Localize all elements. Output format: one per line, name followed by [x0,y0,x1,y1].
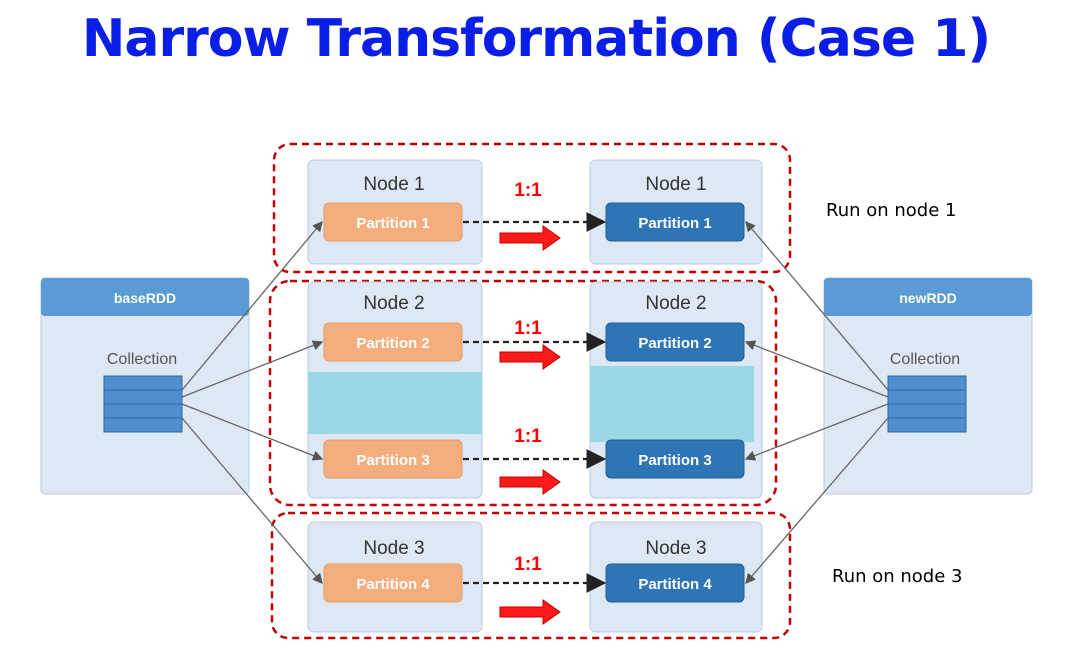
red-arrow-1 [499,225,561,251]
source-partition-1-label: Partition 1 [356,215,429,232]
target-partition-4-label: Partition 4 [638,576,712,593]
target-partition-2-label: Partition 2 [638,335,711,352]
ratio-label-1: 1:1 [514,180,542,201]
partition-dashed-arrows [463,212,607,593]
source-partition-2-label: Partition 2 [356,335,429,352]
group-node-3 [270,511,792,640]
page-title: Narrow Transformation (Case 1) [81,9,991,69]
ratio-label-3: 1:1 [514,426,542,447]
target-node-1-label: Node 1 [645,174,706,195]
group-node-1 [272,142,792,274]
new-rdd-collection-label: Collection [890,351,960,368]
ratio-label-4: 1:1 [514,554,542,575]
red-arrow-2 [499,344,561,370]
new-rdd-header: newRDD [899,290,957,306]
red-arrow-3 [499,469,561,495]
target-partition-1-label: Partition 1 [638,215,711,232]
target-partition-1: Partition 1 [605,202,745,242]
base-collection-stack [103,375,183,433]
target-partition-2: Partition 2 [605,322,745,362]
ratio-label-2: 1:1 [514,318,542,339]
new-rdd-panel: newRDD Collection [823,277,1033,495]
target-node-2-label: Node 2 [645,293,706,314]
source-partition-4: Partition 4 [323,563,463,603]
group-node-2 [268,279,778,507]
source-node-2-label: Node 2 [363,293,424,314]
target-partition-3-label: Partition 3 [638,452,711,469]
new-collection-stack [887,375,967,433]
redaction-mask-left [308,372,482,434]
source-partition-3: Partition 3 [323,439,463,479]
source-partition-2: Partition 2 [323,322,463,362]
base-rdd-collection-label: Collection [107,351,177,368]
target-partition-3: Partition 3 [605,439,745,479]
source-partition-4-label: Partition 4 [356,576,430,593]
newrdd-to-partition-connectors [744,221,889,584]
base-rdd-panel: baseRDD Collection [40,277,250,495]
source-partition-3-label: Partition 3 [356,452,429,469]
target-partition-4: Partition 4 [605,563,745,603]
red-arrow-4 [499,599,561,625]
source-partition-1: Partition 1 [323,202,463,242]
base-to-partition-connectors [181,221,324,584]
note-run-on-node-1: Run on node 1 [826,200,957,221]
redaction-mask-right [590,366,754,442]
source-node-3-label: Node 3 [363,538,424,559]
target-node-3-label: Node 3 [645,538,706,559]
note-run-on-node-3: Run on node 3 [832,566,963,587]
base-rdd-header: baseRDD [114,290,176,306]
source-node-1-label: Node 1 [363,174,424,195]
